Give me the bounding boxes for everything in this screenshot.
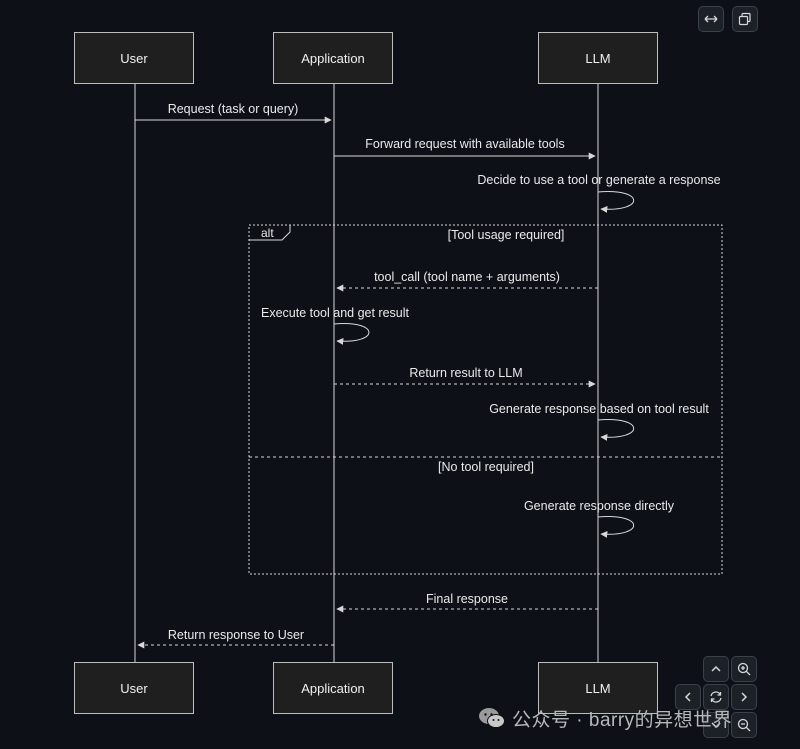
participant-llm-bottom: LLM <box>538 662 658 714</box>
reset-icon <box>710 691 722 703</box>
expand-horizontal-button[interactable] <box>698 6 724 32</box>
participant-user-top: User <box>74 32 194 84</box>
expand-horizontal-icon <box>704 15 718 23</box>
loop-generate-response <box>597 419 634 441</box>
participant-application-top: Application <box>273 32 393 84</box>
message-forward-request: Forward request with available tools <box>365 137 565 151</box>
message-decide: Decide to use a tool or generate a respo… <box>477 173 721 187</box>
pan-right-button[interactable] <box>731 684 757 710</box>
message-return-result: Return result to LLM <box>409 366 523 380</box>
alt-tag: alt <box>261 225 274 240</box>
copy-button[interactable] <box>732 6 758 32</box>
zoom-in-icon <box>737 662 751 676</box>
reset-view-button[interactable] <box>703 684 729 710</box>
watermark: 公众号 · barry的异想世界 <box>478 703 732 733</box>
zoom-out-icon <box>737 718 751 732</box>
zoom-in-button[interactable] <box>731 656 757 682</box>
message-final-response: Final response <box>426 592 508 606</box>
participant-llm-top: LLM <box>538 32 658 84</box>
copy-icon <box>738 12 751 26</box>
alt-condition-tool: [Tool usage required] <box>447 228 565 242</box>
loop-generate-direct <box>597 516 634 538</box>
alt-frame <box>248 224 723 575</box>
zoom-out-button[interactable] <box>731 712 757 738</box>
wechat-logo-icon <box>479 708 505 728</box>
message-tool-call: tool_call (tool name + arguments) <box>374 270 560 284</box>
message-return-to-user: Return response to User <box>167 628 305 642</box>
message-generate-response: Generate response based on tool result <box>489 402 709 416</box>
chevron-right-icon <box>741 692 748 702</box>
chevron-down-icon <box>711 722 721 729</box>
pan-up-button[interactable] <box>703 656 729 682</box>
alt-condition-no-tool: [No tool required] <box>438 460 534 474</box>
watermark-text: 公众号 · barry的异想世界 <box>512 709 733 731</box>
message-generate-direct: Generate response directly <box>523 499 675 513</box>
participant-application-bottom: Application <box>273 662 393 714</box>
alt-tag-box <box>249 225 291 241</box>
chevron-up-icon <box>711 665 721 672</box>
pan-left-button[interactable] <box>675 684 701 710</box>
pan-down-button[interactable] <box>703 712 729 738</box>
message-request: Request (task or query) <box>167 102 299 116</box>
participant-user-bottom: User <box>74 662 194 714</box>
chevron-left-icon <box>684 692 691 702</box>
message-execute-tool: Execute tool and get result <box>260 306 410 320</box>
loop-execute-tool <box>333 323 370 345</box>
loop-decide <box>597 191 634 213</box>
